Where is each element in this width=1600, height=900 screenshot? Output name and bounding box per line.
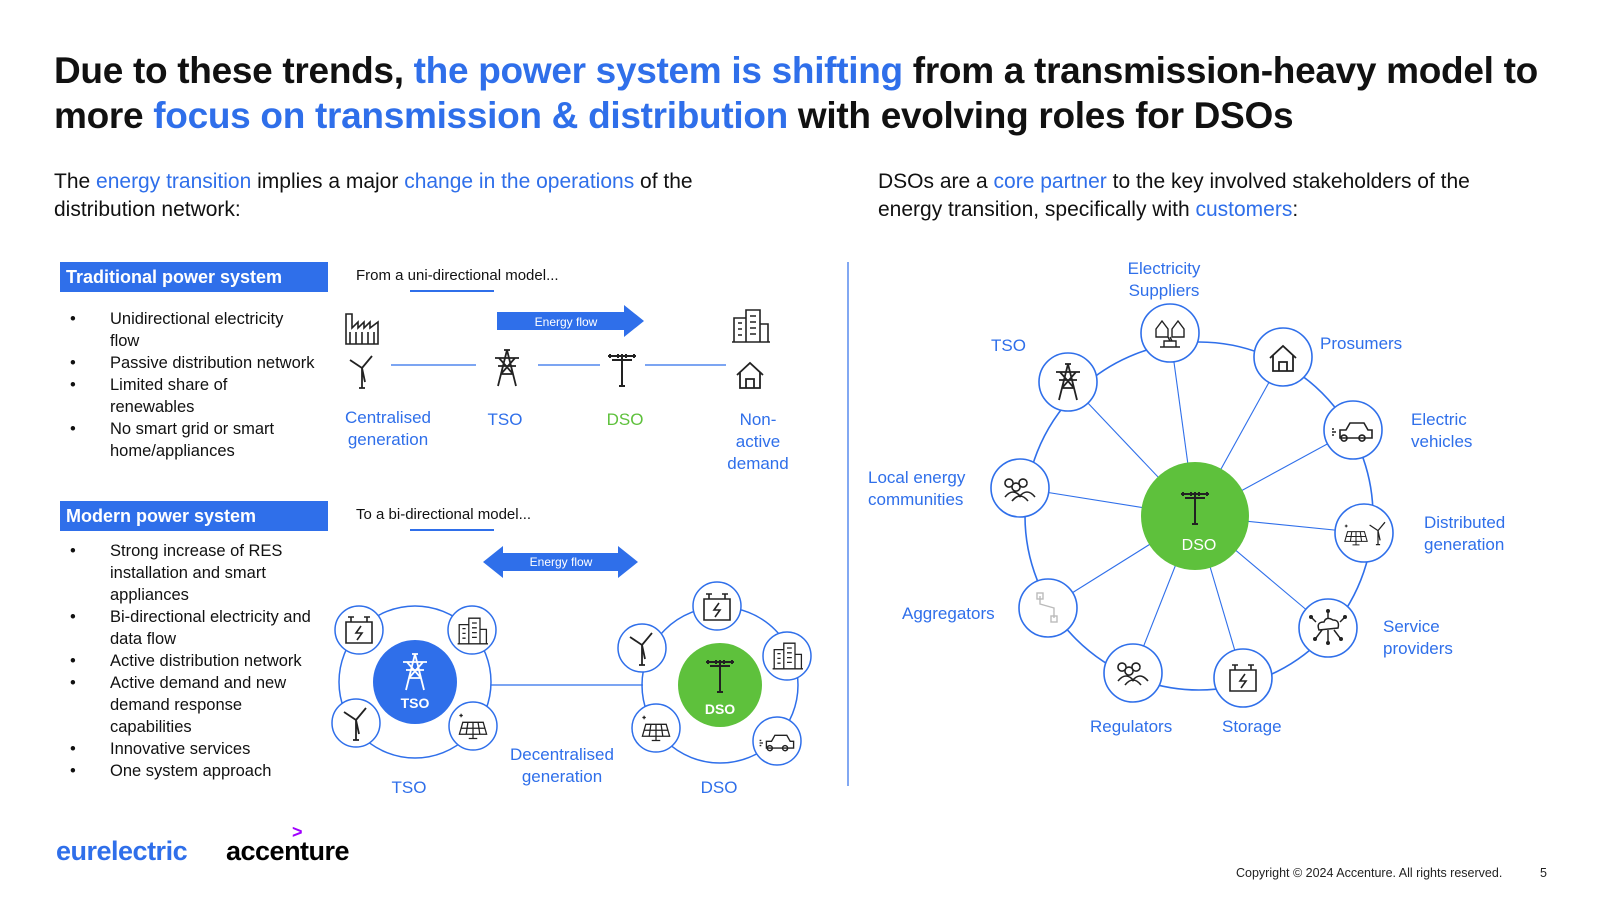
title-segment: Due to these trends, [54,50,414,91]
node-label-tso: TSO [487,410,523,429]
title-segment: with evolving roles for DSOs [787,95,1294,136]
factory-icon [345,313,379,345]
caption-underline [410,529,494,531]
list-item: Active distribution network [66,650,316,672]
stakeholder-label: Storage [1222,717,1282,736]
stakeholder-node [1334,503,1394,563]
stakeholder-nodes [990,303,1394,708]
intro-text: : [1292,198,1299,221]
list-item: Strong increase of RES installation and … [66,540,316,606]
stakeholder-node [990,458,1050,518]
stakeholder-label: Service providers [1383,617,1453,658]
title-segment: from a transmission-heavy model to more [54,50,1538,136]
tso-label: TSO [391,778,427,797]
stakeholder-label: Regulators [1090,717,1173,736]
list-item: Passive distribution network [66,352,316,374]
page-title: Due to these trends, the power system is… [54,48,1574,138]
caption-underline [410,290,494,292]
uni-flow-arrow: Energy flow [497,305,644,337]
stakeholder-node [1298,598,1358,658]
copyright: Copyright © 2024 Accenture. All rights r… [1236,866,1503,880]
bi-flow-arrow: Energy flow [483,546,638,578]
building-icon [731,309,771,343]
accenture-caret-icon: > [292,822,303,842]
stakeholder-node [1103,643,1163,703]
flow-label: Energy flow [530,555,593,569]
intro-text: DSOs are a [878,170,994,193]
intro-highlight: customers [1195,198,1293,221]
tso-center [373,640,457,724]
stakeholder-node [1140,303,1200,363]
page-number: 5 [1540,866,1547,880]
tso-ring [338,605,492,759]
intro-highlight: energy transition [96,170,252,193]
pylon-icon [494,349,520,387]
bi-caption: To a bi-directional model... [356,506,532,523]
traditional-heading: Traditional power system [60,262,328,292]
dso-center-label: DSO [705,701,735,717]
modern-bullets: Strong increase of RES installation and … [66,540,316,782]
accenture-wordmark: accenture [226,836,350,866]
list-item: Innovative services [66,738,316,760]
stakeholder-node [1253,327,1313,387]
dso-label: DSO [700,778,738,797]
list-item: Unidirectional electricity flow [66,308,316,352]
title-highlight: the power system is shifting [413,50,903,91]
stakeholder-label: Local energy communities [868,468,966,509]
stakeholder-node [1018,578,1078,638]
stakeholder-label: Electricity Suppliers [1127,259,1201,300]
accenture-logo: >accenture [226,822,350,867]
tso-center-label: TSO [401,695,430,711]
house-icon [736,362,764,389]
stakeholder-label: TSO [991,336,1026,355]
left-intro: The energy transition implies a major ch… [54,168,774,224]
stakeholder-label: Prosumers [1320,334,1403,353]
title-highlight: focus on transmission & distribution [153,95,788,136]
flow-label: Energy flow [535,315,598,329]
stakeholder-label: Distributed generation [1424,513,1506,554]
node-label-dso: DSO [606,410,644,429]
stakeholder-node [1213,648,1273,708]
list-item: No smart grid or smart home/appliances [66,418,316,462]
intro-highlight: change in the operations [404,170,635,193]
node-label-demand: Non-active demand [727,410,789,473]
stakeholder-label: Electric vehicles [1411,410,1473,451]
intro-text: implies a major [251,170,405,193]
pole-icon [607,353,637,387]
uni-caption: From a uni-directional model... [356,267,559,284]
right-intro: DSOs are a core partner to the key invol… [878,168,1518,224]
intro-text: to the key involved stakeholders of the … [878,170,1470,221]
decentralised-label: Decentralised generation [510,745,614,786]
list-item: Active demand and new demand response ca… [66,672,316,738]
windmill-icon [349,355,373,389]
list-item: Limited share of renewables [66,374,316,418]
stakeholder-node [1038,352,1098,412]
traditional-bullets: Unidirectional electricity flow Passive … [66,308,316,462]
intro-text: The [54,170,97,193]
stakeholder-node [1323,400,1383,460]
intro-highlight: core partner [993,170,1107,193]
node-label-centralised: Centralised generation [345,408,431,449]
dso-hub-label: DSO [1182,537,1217,554]
list-item: Bi-directional electricity and data flow [66,606,316,650]
tso-satellites [331,605,498,751]
intro-text: of the distribution network: [54,170,693,221]
dso-satellites [617,581,812,766]
stakeholder-label: Aggregators [902,604,995,623]
list-item: One system approach [66,760,316,782]
modern-heading: Modern power system [60,501,328,531]
eurelectric-logo: eurelectric [56,836,188,866]
